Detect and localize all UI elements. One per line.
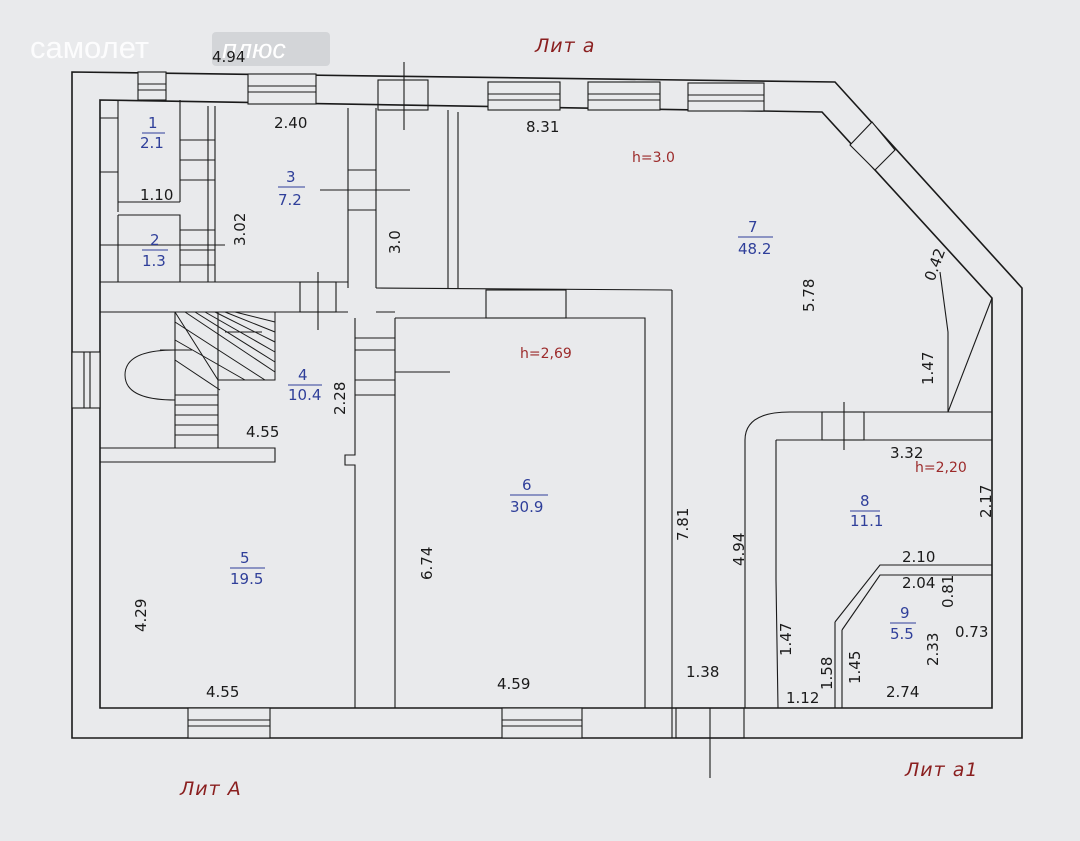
room-7-label: 7 48.2 (738, 218, 773, 258)
dim-1-45: 1.45 (846, 651, 864, 684)
room-area: 1.3 (142, 252, 166, 270)
room-number: 6 (522, 476, 532, 494)
lit-top-label: Лит а (534, 35, 595, 57)
dim-4-55-b: 4.55 (206, 683, 239, 701)
door-8 (821, 411, 865, 441)
room-area: 7.2 (278, 191, 302, 209)
window-1 (137, 71, 167, 101)
dim-2-40: 2.40 (274, 114, 307, 132)
dim-4-29: 4.29 (132, 599, 150, 632)
room-number: 5 (240, 549, 250, 567)
room-area: 48.2 (738, 240, 771, 258)
room-number: 2 (150, 231, 160, 249)
room-2-label: 2 1.3 (142, 231, 168, 270)
room-6-label: 6 30.9 (510, 476, 548, 516)
dim-1-38: 1.38 (686, 663, 719, 681)
dim-5-78: 5.78 (800, 279, 818, 312)
dim-4-55-a: 4.55 (246, 423, 279, 441)
dim-2-17: 2.17 (977, 485, 995, 518)
staircase (124, 311, 276, 436)
dim-3-0: 3.0 (386, 230, 404, 254)
window-3 (487, 81, 561, 111)
room-1-label: 1 2.1 (140, 114, 165, 152)
height-room-8: h=2,20 (915, 460, 967, 476)
window-7 (71, 351, 101, 409)
dim-8-31: 8.31 (526, 118, 559, 136)
lit-bottom-left-label: Лит А (179, 778, 242, 800)
dim-4-94-top: 4.94 (212, 48, 245, 66)
door-6 (485, 289, 567, 319)
doors (100, 62, 865, 778)
room-number: 3 (286, 168, 296, 186)
height-room-7: h=3.0 (632, 150, 675, 166)
watermark-logo: самолет плюс (30, 30, 330, 66)
dim-2-04: 2.04 (902, 574, 935, 592)
dim-1-47-a: 1.47 (919, 352, 937, 385)
interior-walls (100, 100, 993, 738)
room-8-label: 8 11.1 (850, 492, 883, 530)
window-9 (501, 707, 583, 739)
room-number: 7 (748, 218, 758, 236)
dim-4-94-b: 4.94 (730, 533, 748, 566)
dim-1-58: 1.58 (818, 657, 836, 690)
dim-1-12: 1.12 (786, 689, 819, 707)
room-number: 1 (148, 114, 158, 132)
room-3-label: 3 7.2 (278, 168, 305, 209)
dim-4-59: 4.59 (497, 675, 530, 693)
window-4 (587, 81, 661, 111)
room-number: 8 (860, 492, 870, 510)
room-area: 5.5 (890, 625, 914, 643)
dim-1-10: 1.10 (140, 186, 173, 204)
windows (71, 71, 896, 739)
room-number: 9 (900, 604, 910, 622)
dim-2-10: 2.10 (902, 548, 935, 566)
window-8 (187, 707, 271, 739)
room-5-label: 5 19.5 (230, 549, 265, 588)
room-9-label: 9 5.5 (890, 604, 916, 643)
room-area: 30.9 (510, 498, 543, 516)
dim-1-47-b: 1.47 (777, 623, 795, 656)
window-6 (849, 121, 896, 171)
dim-0-81: 0.81 (939, 575, 957, 608)
height-room-6: h=2,69 (520, 346, 572, 362)
door-top (377, 79, 429, 111)
dim-2-33: 2.33 (924, 633, 942, 666)
window-2 (247, 73, 317, 105)
room-number: 4 (298, 366, 308, 384)
room-area: 11.1 (850, 512, 883, 530)
dim-3-32: 3.32 (890, 444, 923, 462)
lit-bottom-right-label: Лит а1 (904, 759, 978, 781)
dim-7-81: 7.81 (674, 508, 692, 541)
watermark-badge: плюс (222, 34, 286, 64)
dim-3-02: 3.02 (231, 213, 249, 246)
dim-0-73: 0.73 (955, 623, 988, 641)
room-4-label: 4 10.4 (288, 366, 322, 404)
room-area: 10.4 (288, 386, 321, 404)
watermark-brand: самолет (30, 30, 149, 65)
watermark-badge-box (212, 32, 330, 66)
dim-2-28: 2.28 (331, 382, 349, 415)
room-area: 2.1 (140, 134, 164, 152)
dim-6-74: 6.74 (418, 547, 436, 580)
dim-2-74: 2.74 (886, 683, 919, 701)
window-5 (687, 82, 765, 112)
room-area: 19.5 (230, 570, 263, 588)
